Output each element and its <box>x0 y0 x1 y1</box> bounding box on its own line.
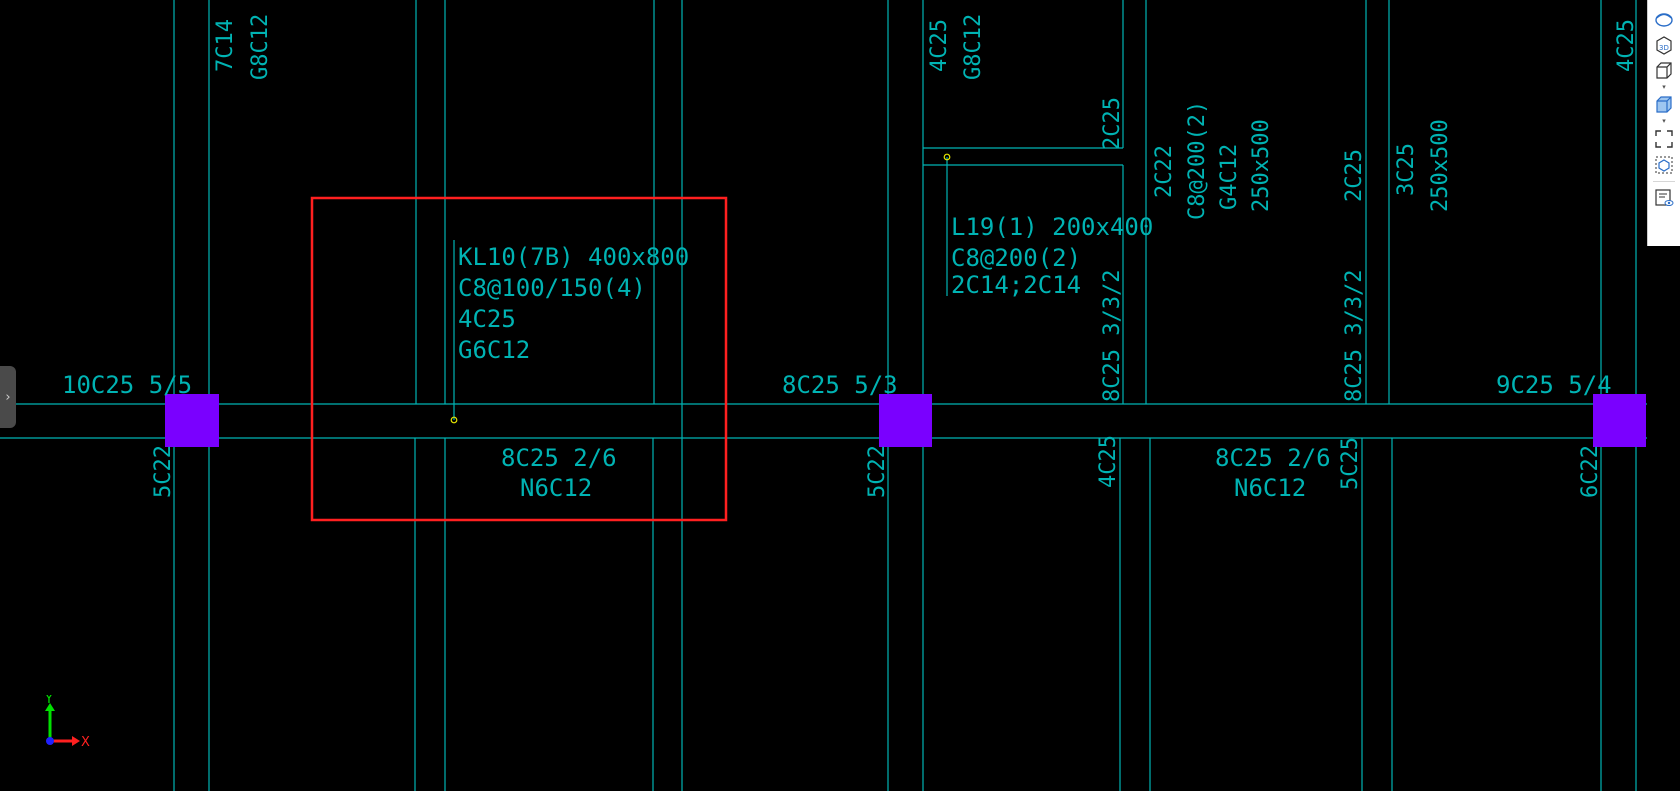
vert-250x500-b-text: 250x500 <box>1428 119 1453 212</box>
y-axis-label: Y <box>44 695 53 707</box>
view-toolbar: 3D ▾ ▾ <box>1647 0 1680 246</box>
bottom-n-text-2: N6C12 <box>1234 474 1306 502</box>
cube-shaded-dropdown[interactable]: ▾ <box>1662 117 1666 125</box>
l19-name-text: L19(1) 200x400 <box>951 213 1153 241</box>
column-right[interactable] <box>1593 394 1646 447</box>
bottom-bars-text-1: 8C25 2/6 <box>501 444 617 472</box>
top-bars-text-3: 9C25 5/4 <box>1496 371 1612 399</box>
vert-2c25-a-text: 2C25 <box>1100 97 1125 150</box>
l19-leader-marker <box>943 153 951 161</box>
bottom-bars-text-2: 8C25 2/6 <box>1215 444 1331 472</box>
columns <box>165 394 1646 447</box>
column-left[interactable] <box>165 394 219 447</box>
l19-stirrup-text: C8@200(2) <box>951 244 1081 272</box>
kl10-leader-marker <box>450 416 458 424</box>
vert-8c25-a-text: 8C25 3/3/2 <box>1100 270 1125 402</box>
x-axis-arrow <box>72 736 80 746</box>
vert-250x500-a-text: 250x500 <box>1249 119 1274 212</box>
vert-c8-200-text: C8@200(2) <box>1185 101 1210 220</box>
layer-visibility-icon <box>1655 189 1674 206</box>
vert-8c25-b-text: 8C25 3/3/2 <box>1342 270 1367 402</box>
vert-g8c12-left-text: G8C12 <box>248 14 273 80</box>
chevron-right-icon: › <box>5 389 11 405</box>
view-3d-button[interactable]: 3D <box>1651 32 1677 58</box>
column-middle[interactable] <box>879 394 932 447</box>
vert-2c22-text: 2C22 <box>1152 145 1177 198</box>
vert-4c25-top-text: 4C25 <box>927 19 952 72</box>
origin-dot <box>46 737 54 745</box>
x-axis-label: X <box>81 735 90 750</box>
selection-highlight-box[interactable] <box>310 196 728 522</box>
perspective-button[interactable] <box>1651 6 1677 32</box>
y-axis-arrow <box>45 703 55 711</box>
view-3d-icon: 3D <box>1656 36 1672 55</box>
fit-view-icon <box>1655 130 1673 148</box>
bottom-n-text-1: N6C12 <box>520 474 592 502</box>
vert-5c25-text: 5C25 <box>1338 437 1363 490</box>
cube-view-dropdown[interactable]: ▾ <box>1662 83 1666 91</box>
vert-2c25-b-text: 2C25 <box>1342 149 1367 202</box>
l19-bars-text: 2C14;2C14 <box>951 271 1081 299</box>
vert-4c25-edge-text: 4C25 <box>1614 19 1639 72</box>
layer-visibility-button[interactable] <box>1651 185 1677 211</box>
top-bars-text-2: 8C25 5/3 <box>782 371 898 399</box>
vert-7c14-text: 7C14 <box>213 19 238 72</box>
vert-g8c12-mid-text: G8C12 <box>961 14 986 80</box>
vert-4c25-bottom-text: 4C25 <box>1096 435 1121 488</box>
vert-g4c12-text: G4C12 <box>1217 144 1242 210</box>
cube-view-button[interactable] <box>1651 58 1677 84</box>
kl10-stirrup-text: C8@100/150(4) <box>458 274 646 302</box>
kl10-side-text: G6C12 <box>458 336 530 364</box>
kl10-top-text: 4C25 <box>458 305 516 333</box>
sidebar-expand-button[interactable]: › <box>0 366 16 428</box>
vert-5c22-b-text: 5C22 <box>865 445 890 498</box>
vert-3c25-text: 3C25 <box>1394 143 1419 196</box>
perspective-icon <box>1655 13 1673 27</box>
component-display-button[interactable] <box>1651 152 1677 178</box>
cube-view-icon <box>1656 62 1672 79</box>
axis-indicator: Y X <box>40 692 100 751</box>
toolbar-separator <box>1653 181 1675 182</box>
cube-shaded-button[interactable] <box>1651 92 1677 118</box>
cube-shaded-icon <box>1656 96 1672 113</box>
fit-view-button[interactable] <box>1651 126 1677 152</box>
svg-text:3D: 3D <box>1659 44 1669 52</box>
kl10-name-text: KL10(7B) 400x800 <box>458 243 689 271</box>
vert-5c22-a-text: 5C22 <box>151 445 176 498</box>
component-display-icon <box>1655 156 1673 174</box>
vert-6c22-text: 6C22 <box>1578 445 1603 498</box>
top-bars-text-1: 10C25 5/5 <box>62 371 192 399</box>
